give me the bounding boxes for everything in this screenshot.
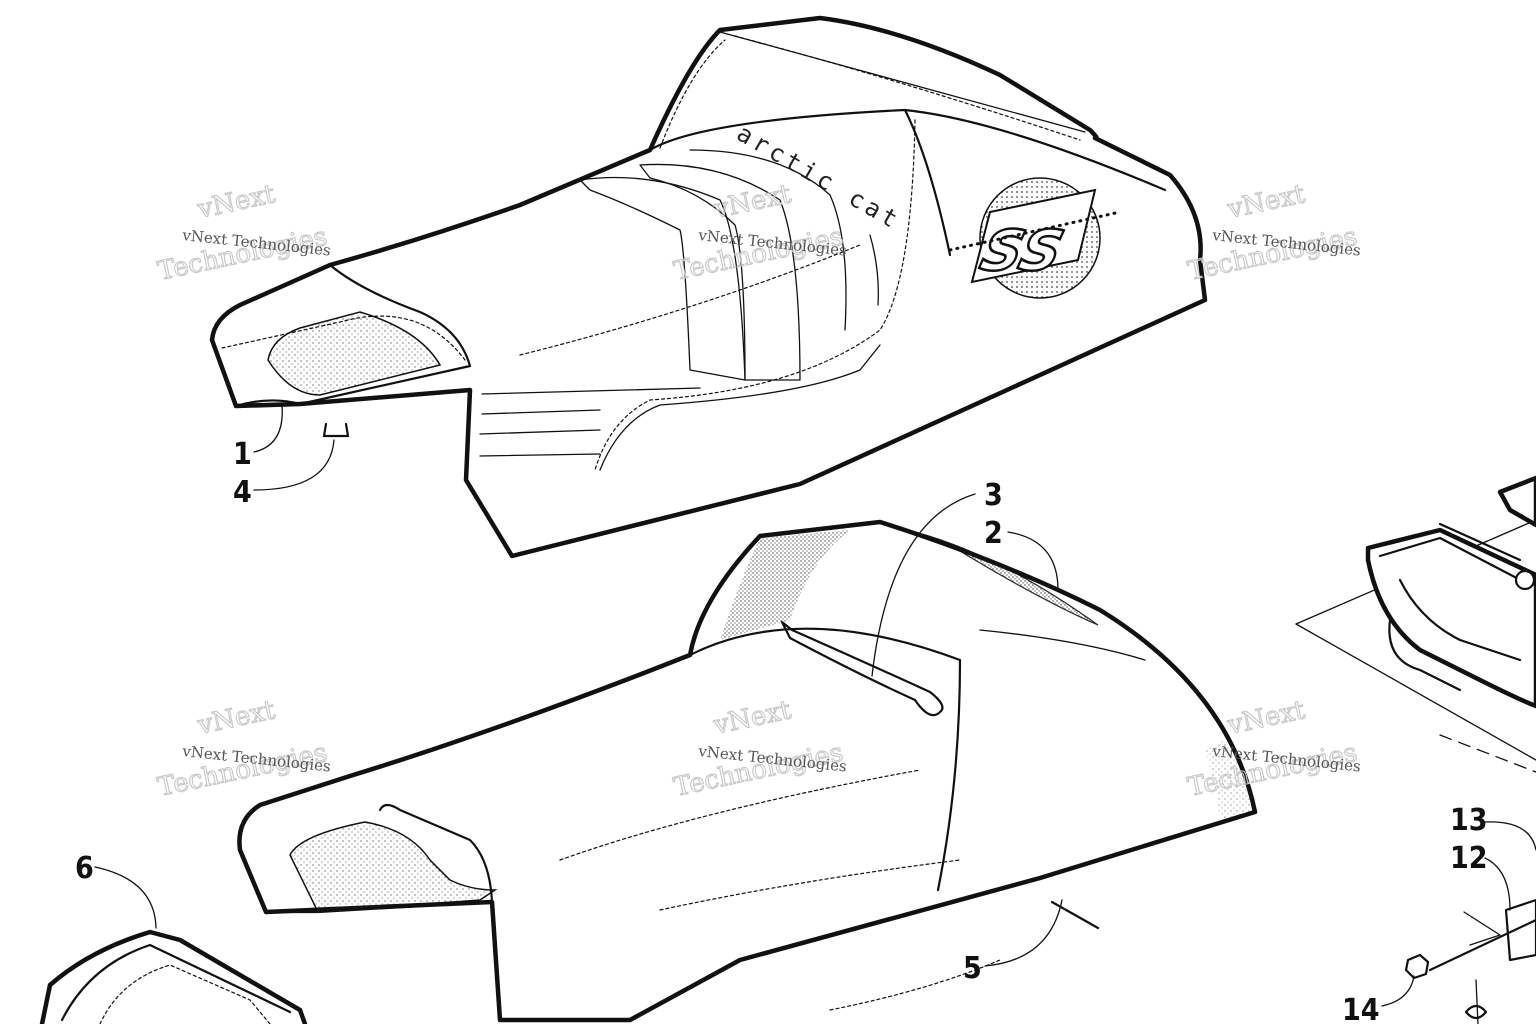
cover-inner-edge <box>60 943 292 1022</box>
taillight-assembly <box>1295 475 1536 773</box>
leader-14 <box>1381 975 1415 1007</box>
upper-seat-line-d <box>479 453 601 457</box>
lower-seat-stipple-band-2 <box>659 859 961 911</box>
lower-seat-stipple-band-1 <box>559 769 921 861</box>
lower-seat-nose <box>264 803 494 914</box>
taillight-ref-line-2 <box>1295 623 1536 761</box>
lower-seat-assembly <box>237 519 1258 1023</box>
ss-logo-text: SS <box>974 219 1070 284</box>
upper-seat-stitch-front <box>659 39 726 149</box>
leader-3 <box>871 493 976 677</box>
upper-seat-stripe-2 <box>639 163 801 381</box>
callout-1: 1 <box>233 437 252 472</box>
upper-seat-stripe-4 <box>869 234 879 306</box>
leader-1 <box>253 404 283 453</box>
leader-lines <box>94 404 1536 1007</box>
taillight-rim <box>1378 536 1532 587</box>
grommet-part <box>1464 1004 1488 1020</box>
watermark-1-large-1: vNext <box>194 179 278 225</box>
leader-12 <box>1484 857 1511 911</box>
watermark-1: vNext Technologies vNext Technologies <box>155 179 332 288</box>
watermarks: vNext Technologies vNext Technologies vN… <box>155 179 1362 804</box>
upper-seat-outline <box>209 15 1208 559</box>
upper-seat-stripe-3 <box>689 149 847 331</box>
taillight-mount <box>1497 475 1536 528</box>
upper-seat-front-nose <box>234 263 472 408</box>
cover-outline <box>39 929 308 1024</box>
taillight-wire <box>1388 618 1462 692</box>
watermark-6-large-1: vNext <box>1224 695 1308 741</box>
watermark-4: vNext Technologies vNext Technologies <box>155 695 332 804</box>
bracket-part-12 <box>1504 898 1536 962</box>
lower-seat-side-crease <box>688 627 962 892</box>
upper-seat-side-crease <box>903 108 952 257</box>
callout-12: 12 <box>1450 841 1488 876</box>
pin-part-5 <box>1050 900 1100 930</box>
callout-labels: 1 2 3 4 5 6 12 13 14 <box>75 437 1488 1024</box>
lower-seat-stipple-band-3 <box>829 959 1001 1011</box>
taillight-bulb <box>1514 569 1536 591</box>
ss-logo-plate <box>970 188 1097 284</box>
upper-seat-center-stitch <box>519 244 861 356</box>
callout-4: 4 <box>233 475 252 510</box>
taillight-bracket <box>1398 578 1522 662</box>
callout-5: 5 <box>963 951 982 986</box>
upper-seat-line-b <box>481 409 601 415</box>
upper-seat-line-c <box>479 429 601 435</box>
taillight-lens-housing <box>1365 527 1536 709</box>
upper-seat-stitch-rear <box>734 35 1081 141</box>
lower-seat-top-crease <box>979 629 1146 661</box>
watermark-3: vNext Technologies vNext Technologies <box>1185 179 1362 288</box>
upper-seat-line-a <box>481 387 701 395</box>
upper-seat-nose-stitch <box>221 315 466 361</box>
bolt-part-13 <box>1428 918 1536 972</box>
lower-seat-rear-insert <box>914 531 1099 626</box>
callout-6: 6 <box>75 851 94 886</box>
upper-seat-stitch-side <box>594 119 916 471</box>
leader-4 <box>253 439 335 491</box>
taillight-ref-dash <box>1439 734 1536 773</box>
hardware-parts <box>1404 898 1536 1024</box>
lower-seat-rear-texture <box>720 530 850 640</box>
watermark-3-large-1: vNext <box>1224 179 1308 225</box>
cover-part-6 <box>39 929 308 1024</box>
lower-seat-side-texture <box>1205 740 1255 820</box>
strap-part-3 <box>780 620 944 717</box>
grommet-stem <box>1475 979 1479 1024</box>
lower-seat-outline <box>237 519 1258 1023</box>
cover-stitch <box>99 964 271 1024</box>
callout-3: 3 <box>984 478 1003 513</box>
washer-part-13 <box>1463 911 1501 946</box>
upper-seat-assembly: arctic cat SS <box>209 15 1208 559</box>
leader-5 <box>984 899 1063 967</box>
upper-seat-side-panel <box>599 344 881 471</box>
watermark-4-large-1: vNext <box>194 695 278 741</box>
leader-2 <box>1007 531 1059 591</box>
nut-part-14 <box>1404 953 1430 980</box>
callout-2: 2 <box>984 516 1003 551</box>
lower-seat-front-pad <box>289 821 498 913</box>
callout-14: 14 <box>1342 993 1380 1024</box>
ss-logo: SS <box>948 177 1122 299</box>
clip-part-4 <box>322 422 350 438</box>
taillight-arm <box>1438 522 1522 562</box>
leader-13 <box>1484 821 1536 851</box>
callout-13: 13 <box>1450 803 1488 838</box>
ss-logo-dots <box>948 210 1122 252</box>
upper-seat-front-pad <box>267 311 442 396</box>
leader-6 <box>94 866 157 929</box>
